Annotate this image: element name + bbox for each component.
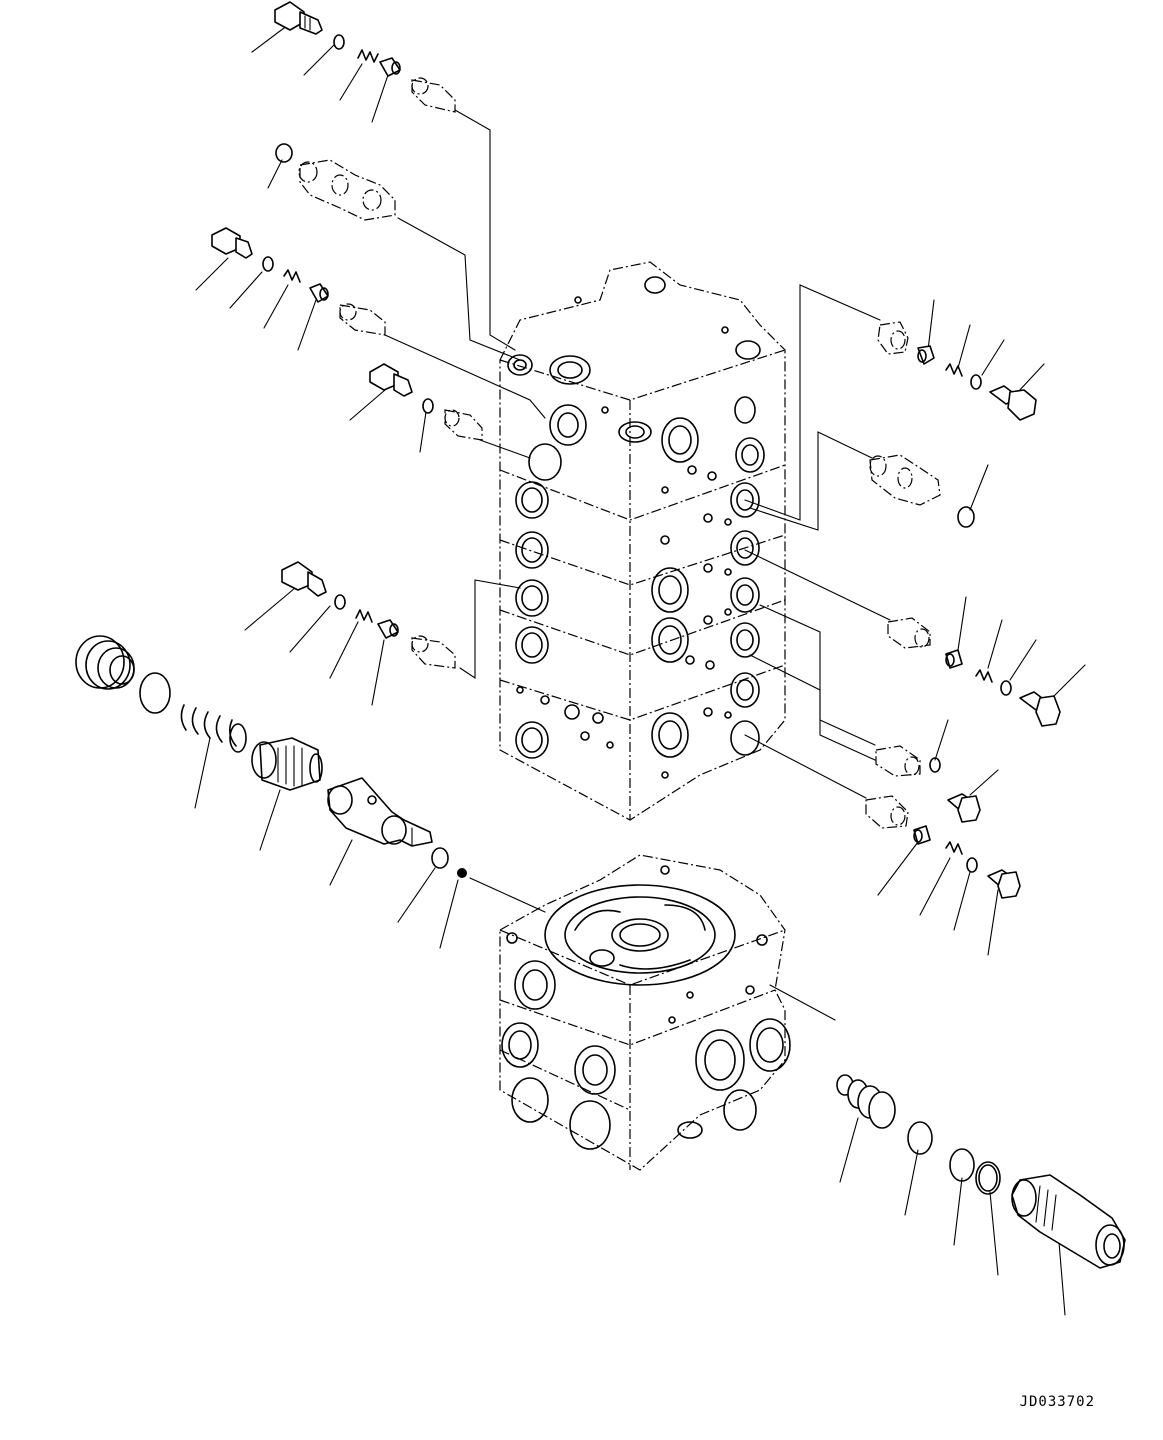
main-spool-1 bbox=[275, 143, 396, 221]
spool-sleeve-1 bbox=[411, 77, 456, 113]
leader-lines bbox=[194, 21, 1086, 1316]
plug-cap bbox=[75, 635, 135, 690]
upper-left-assembly-2 bbox=[211, 227, 386, 336]
piston-5 bbox=[945, 649, 963, 669]
relief-valve-assembly bbox=[75, 635, 467, 878]
o-ring-1 bbox=[333, 34, 345, 50]
lower-left-assembly bbox=[281, 561, 456, 669]
backup-ring bbox=[139, 672, 171, 714]
middle-right-assembly bbox=[887, 617, 1061, 727]
o-ring-9 bbox=[929, 757, 941, 773]
spring-3 bbox=[355, 609, 373, 623]
o-ring-12 bbox=[949, 1148, 975, 1182]
main-spool-2 bbox=[869, 454, 975, 528]
o-ring-10 bbox=[966, 857, 978, 873]
o-ring-8 bbox=[1000, 680, 1012, 696]
plug-fitting-6 bbox=[1019, 691, 1061, 727]
o-ring-2 bbox=[275, 143, 293, 163]
piston-2 bbox=[309, 283, 329, 303]
lower-valve-block bbox=[499, 854, 791, 1171]
upper-right-assembly bbox=[877, 321, 1037, 421]
o-ring-5 bbox=[334, 594, 346, 610]
piston-6 bbox=[913, 825, 931, 845]
spring-seat bbox=[251, 737, 323, 791]
plug-fitting-7 bbox=[947, 793, 981, 823]
o-ring-3 bbox=[262, 256, 274, 272]
lower-right-assembly-1 bbox=[875, 745, 981, 823]
spool-sleeve-4 bbox=[411, 635, 456, 669]
drawing-reference-code: JD033702 bbox=[1019, 1394, 1095, 1410]
upper-left-assembly-3 bbox=[369, 363, 483, 441]
valve-poppet bbox=[327, 777, 433, 847]
backup-ring-2 bbox=[975, 1161, 1001, 1195]
plug-fitting-4 bbox=[281, 561, 327, 597]
spool-sleeve-6 bbox=[887, 617, 931, 649]
spool-sleeve-3 bbox=[444, 409, 483, 441]
plug-fitting-2 bbox=[211, 227, 253, 259]
plug-fitting-3 bbox=[369, 363, 413, 397]
spring-4 bbox=[180, 704, 247, 753]
check-valve-body bbox=[1011, 1174, 1126, 1269]
spring-8 bbox=[836, 1074, 896, 1129]
o-ring-4 bbox=[422, 398, 434, 414]
spool-sleeve-7 bbox=[875, 745, 921, 777]
steel-ball bbox=[457, 868, 467, 878]
piston-1 bbox=[379, 57, 401, 77]
check-valve-assembly bbox=[836, 1074, 1126, 1269]
plug-fitting-5 bbox=[989, 385, 1037, 421]
plug-fitting-1 bbox=[274, 1, 323, 35]
o-ring-6 bbox=[970, 374, 982, 390]
plug-fitting-8 bbox=[987, 869, 1021, 899]
spool-sleeve-5 bbox=[877, 321, 909, 355]
spring-1 bbox=[357, 49, 379, 63]
upper-left-assembly-1 bbox=[274, 1, 456, 113]
spring-6 bbox=[975, 669, 993, 683]
o-ring-7 bbox=[957, 506, 975, 528]
small-ring bbox=[431, 847, 449, 869]
spool-sleeve-8 bbox=[865, 795, 909, 829]
spring-7 bbox=[945, 841, 963, 855]
piston-4 bbox=[917, 345, 935, 365]
lower-right-assembly-2 bbox=[865, 795, 1021, 899]
spring-5 bbox=[945, 363, 963, 377]
o-ring-11 bbox=[907, 1121, 933, 1155]
upper-valve-block bbox=[499, 261, 786, 821]
piston-3 bbox=[377, 619, 399, 639]
spool-sleeve-2 bbox=[339, 303, 386, 336]
spring-2 bbox=[283, 269, 301, 283]
